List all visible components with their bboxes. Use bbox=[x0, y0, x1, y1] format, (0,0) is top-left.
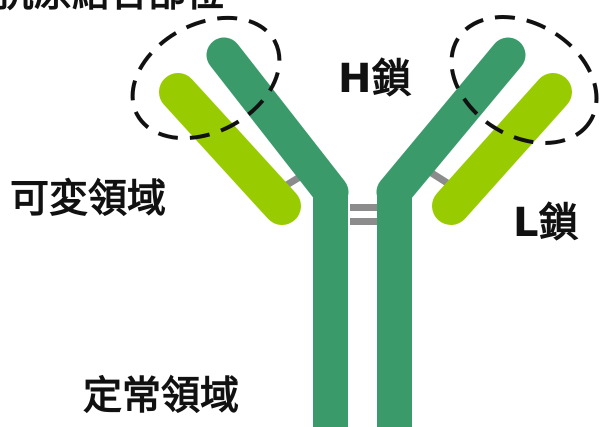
hinge-bond bbox=[350, 204, 384, 211]
antigen-binding-site-label: 抗原結合部位 bbox=[0, 0, 224, 15]
right-antigen-binding-outline bbox=[449, 15, 599, 145]
light-chain-label: L鎖 bbox=[513, 200, 579, 246]
constant-region-label: 定常領域 bbox=[83, 374, 239, 419]
heavy-chain-label: H鎖 bbox=[338, 56, 411, 102]
right-heavy-chain-arm bbox=[376, 37, 526, 210]
right-heavy-chain-stem bbox=[377, 190, 412, 427]
right-light-chain bbox=[432, 73, 572, 225]
left-light-chain bbox=[159, 73, 301, 225]
left-antigen-binding-outline bbox=[130, 15, 282, 141]
hinge-bonds bbox=[350, 204, 384, 225]
left-heavy-chain-arm bbox=[206, 37, 349, 210]
variable-region-label: 可変領域 bbox=[10, 177, 166, 222]
hinge-bond bbox=[350, 218, 384, 225]
left-heavy-chain-stem bbox=[313, 190, 348, 427]
